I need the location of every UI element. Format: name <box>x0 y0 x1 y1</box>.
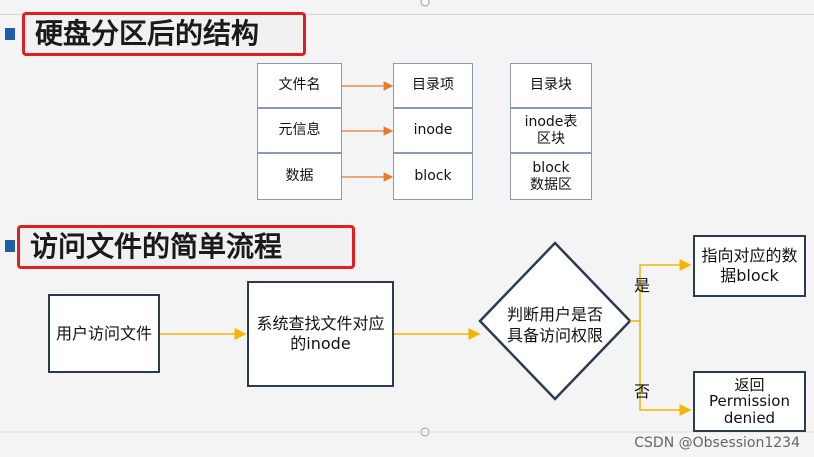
section-title-text: 硬盘分区后的结构 <box>35 17 260 50</box>
cell-data: 数据 <box>257 153 342 200</box>
cell-inode-table: inode表 区块 <box>510 108 592 153</box>
cell-block: block <box>393 153 473 200</box>
cell-dir-entry: 目录项 <box>393 63 473 108</box>
cell-inode: inode <box>393 108 473 153</box>
cell-block-area: block 数据区 <box>510 153 592 200</box>
top-divider <box>0 14 814 15</box>
section-title-text: 访问文件的简单流程 <box>30 230 283 263</box>
handle-circle-top <box>420 0 430 7</box>
flow-result-permission-denied: 返回 Permission denied <box>693 371 806 432</box>
decision-text: 判断用户是否 具备访问权限 <box>506 305 603 345</box>
arrow-yes-branch <box>630 259 692 322</box>
arrow-no-branch <box>639 321 692 416</box>
watermark: CSDN @Obsession1234 <box>634 435 800 451</box>
flow-step-user-access: 用户访问文件 <box>48 294 160 373</box>
flow-step-find-inode: 系统查找文件对应 的inode <box>247 281 394 387</box>
yes-label: 是 <box>634 276 651 295</box>
section-title-access-flow: 访问文件的简单流程 <box>17 225 355 269</box>
bullet-square-icon <box>5 240 15 252</box>
cell-metadata: 元信息 <box>257 108 342 153</box>
no-label: 否 <box>634 382 651 401</box>
bullet-square-icon <box>5 28 15 40</box>
decision-diamond <box>478 241 632 401</box>
cell-filename: 文件名 <box>257 63 342 108</box>
flow-result-point-block: 指向对应的数 据block <box>693 235 806 297</box>
section-title-partition-structure: 硬盘分区后的结构 <box>22 12 306 56</box>
cell-dir-block: 目录块 <box>510 63 592 108</box>
